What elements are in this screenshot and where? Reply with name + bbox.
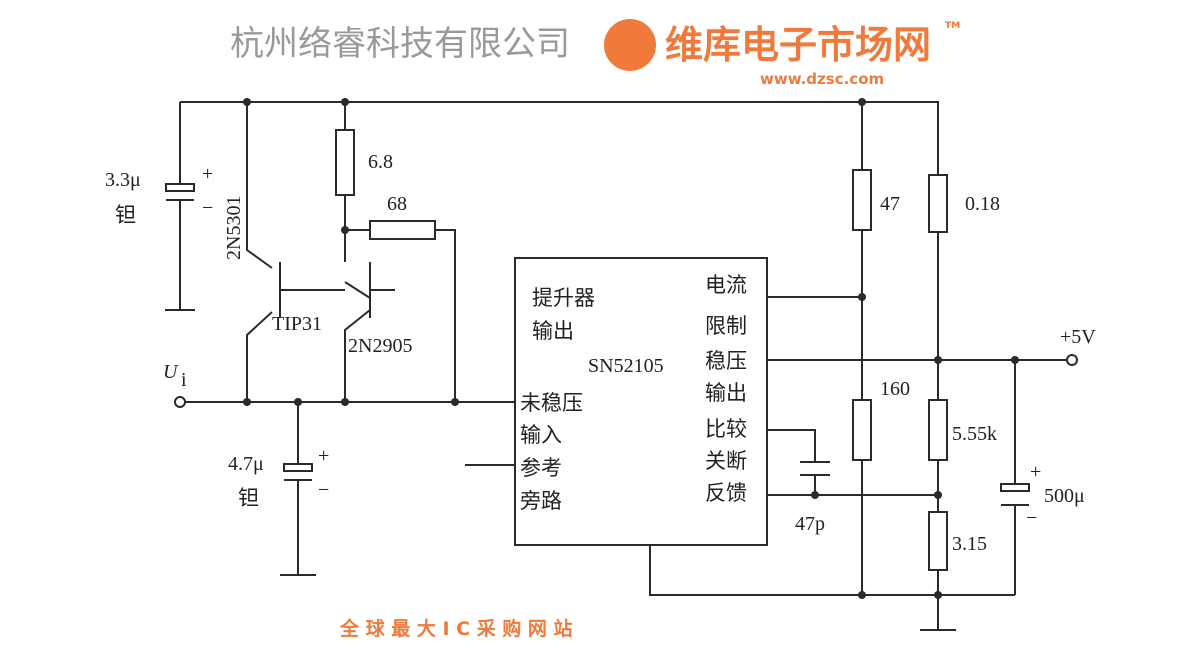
ic-right-pins: 电流 限制 稳压 输出 比较 关断 反馈 — [705, 273, 747, 505]
pin-label: 反馈 — [705, 481, 747, 505]
junction-dots — [243, 98, 1019, 599]
pin-label: 旁路 — [520, 489, 562, 513]
watermark-brand: 维库电子市场网 — [665, 23, 931, 67]
r6-label: 5.55k — [952, 423, 997, 445]
r1-label: 6.8 — [368, 151, 393, 173]
c2-plus: + — [318, 445, 329, 467]
c1-type: 钽 — [115, 203, 136, 227]
input-label: U — [163, 361, 179, 383]
output-label: +5V — [1060, 326, 1096, 348]
q2-label: TIP31 — [272, 313, 322, 335]
watermark: 杭州络睿科技有限公司 维库电子市场网 TM www.dzsc.com 全 球 最… — [230, 19, 960, 640]
c4-plus: + — [1030, 461, 1041, 483]
pin-label: 限制 — [705, 314, 747, 338]
watermark-tm: TM — [945, 21, 960, 31]
pin-label: 提升器 — [532, 286, 595, 310]
r7-label: 3.15 — [952, 533, 987, 555]
watermark-company: 杭州络睿科技有限公司 — [230, 24, 570, 64]
watermark-logo-icon — [604, 19, 656, 71]
input-label-sub: i — [181, 369, 187, 391]
ic-name: SN52105 — [588, 355, 664, 377]
c1-minus: − — [202, 197, 213, 219]
resistor-r5 — [852, 399, 872, 461]
c4-minus: − — [1026, 507, 1037, 529]
capacitor-c4 — [1000, 483, 1030, 506]
pin-label: 电流 — [705, 273, 747, 297]
capacitor-c1 — [165, 183, 195, 201]
watermark-slogan: 全 球 最 大 I C 采 购 网 站 — [339, 617, 573, 640]
r5-label: 160 — [880, 378, 910, 400]
ic-sn52105 — [514, 257, 768, 546]
c3-label: 47p — [795, 513, 825, 535]
pin-label: 输出 — [705, 381, 747, 405]
resistor-r4 — [928, 174, 948, 233]
c2-value: 4.7μ — [228, 453, 264, 475]
pin-label: 输入 — [520, 423, 562, 447]
ic-left-pins: 提升器 输出 未稳压 输入 参考 旁路 — [520, 286, 595, 513]
r2-label: 68 — [387, 193, 407, 215]
pin-label: 参考 — [520, 456, 562, 480]
resistor-r2 — [369, 220, 436, 240]
pin-label: 未稳压 — [520, 391, 583, 415]
capacitor-c2 — [283, 463, 313, 481]
output-terminal — [1066, 354, 1078, 366]
pin-label: 比较 — [705, 417, 747, 441]
pin-label: 稳压 — [705, 349, 747, 373]
resistor-r6 — [928, 399, 948, 461]
c2-type: 钽 — [238, 486, 259, 510]
q1-label: 2N5301 — [223, 196, 245, 260]
watermark-url: www.dzsc.com — [760, 70, 884, 88]
pin-label: 输出 — [532, 319, 574, 343]
c2-minus: − — [318, 479, 329, 501]
q3-label: 2N2905 — [348, 335, 412, 357]
capacitor-c3 — [800, 461, 830, 476]
c4-label: 500μ — [1044, 485, 1085, 507]
resistor-r3 — [852, 169, 872, 231]
resistor-r1 — [335, 129, 355, 196]
r4-label: 0.18 — [965, 193, 1000, 215]
pin-label: 关断 — [705, 449, 747, 473]
c1-value: 3.3μ — [105, 169, 141, 191]
c1-plus: + — [202, 163, 213, 185]
resistor-r7 — [928, 511, 948, 571]
r3-label: 47 — [880, 193, 900, 215]
input-terminal — [174, 396, 186, 408]
